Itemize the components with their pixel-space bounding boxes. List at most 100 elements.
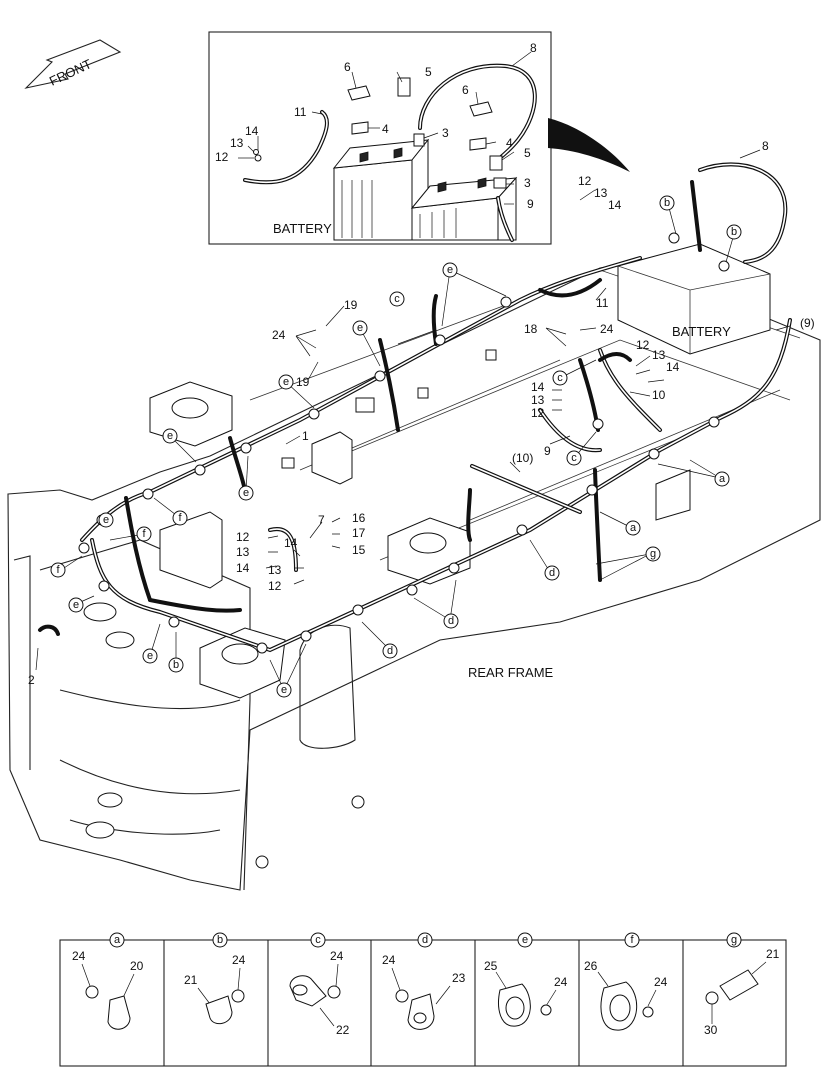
legend-cell-b: b 21 24 [184,932,246,1025]
inset-label: 4 [506,136,513,150]
svg-text:a: a [630,522,637,534]
inset-label: 11 [294,105,307,119]
main-label: 1 [302,429,309,443]
main-label: 11 [596,296,609,310]
inset-label: 14 [245,124,259,138]
svg-text:d: d [549,567,555,579]
callout: f [172,510,188,526]
front-label: FRONT [47,56,94,89]
inset-label: 6 [344,60,351,74]
inset-part-labels: 8 6 5 6 11 4 3 4 14 13 12 5 3 9 [215,41,537,211]
main-label: 9 [544,444,551,458]
main-label: 2 [28,673,35,687]
rear-frame-title: REAR FRAME [468,665,554,680]
legend-cell-f: f 26 24 [584,932,668,1031]
inset-label: 8 [530,41,537,55]
callout: e [68,597,84,613]
svg-text:f: f [142,528,146,540]
svg-text:23: 23 [452,971,466,985]
svg-text:e: e [281,684,287,696]
main-label: 24 [272,328,286,342]
inset-label: 5 [425,65,432,79]
main-label: 12 [268,579,282,593]
main-label: 19 [296,375,310,389]
svg-text:g: g [650,548,656,560]
main-label: 14 [608,198,622,212]
legend-cell-e: e 25 24 [484,932,568,1027]
front-arrow: FRONT [24,39,122,89]
main-label: 12 [636,338,650,352]
main-label: 13 [652,348,666,362]
svg-text:20: 20 [130,959,144,973]
svg-text:e: e [283,376,289,388]
legend-cell-c: c 24 22 [289,932,350,1037]
svg-text:25: 25 [484,959,498,973]
svg-text:24: 24 [232,953,246,967]
callout: e [276,682,292,698]
svg-text:g: g [731,934,737,946]
inset-label: 3 [442,126,449,140]
svg-text:f: f [630,934,634,946]
svg-text:21: 21 [184,973,198,987]
callout: e [142,648,158,664]
main-label: 10 [652,388,666,402]
svg-text:c: c [315,934,321,946]
inset-label: 12 [215,150,229,164]
callout: e [278,374,294,390]
main-label: 13 [236,545,250,559]
callout: f [50,562,66,578]
svg-text:b: b [217,934,223,946]
harness-cables [38,162,792,654]
svg-text:b: b [731,226,737,238]
svg-text:24: 24 [72,949,86,963]
callout: d [382,643,398,659]
callout: b [726,224,742,240]
svg-text:30: 30 [704,1023,718,1037]
callout: e [352,320,368,336]
callout: c [552,370,568,386]
svg-text:c: c [394,293,400,305]
svg-text:22: 22 [336,1023,350,1037]
inset-label: 3 [524,176,531,190]
main-label: 24 [600,322,614,336]
callout: f [136,526,152,542]
svg-text:c: c [557,372,563,384]
callout: g [645,546,661,562]
main-label: 14 [531,380,545,394]
callout: b [168,657,184,673]
clamp-legend: a 24 20 b 21 24 c 24 22 d [59,932,787,1067]
svg-text:e: e [73,599,79,611]
main-label: 14 [236,561,250,575]
svg-text:e: e [243,487,249,499]
main-label: (10) [512,451,533,465]
main-label: 12 [531,406,545,420]
callout: d [544,565,560,581]
zoom-arrow [548,118,630,172]
svg-text:a: a [114,934,121,946]
svg-text:f: f [56,564,60,576]
callout: e [442,262,458,278]
svg-text:d: d [422,934,428,946]
main-label: 12 [236,530,250,544]
inset-label: 5 [524,146,531,160]
svg-text:24: 24 [654,975,668,989]
svg-text:a: a [719,473,726,485]
battery-main-title: BATTERY [672,324,731,339]
main-label: 18 [524,322,538,336]
svg-text:26: 26 [584,959,598,973]
main-label: 17 [352,526,366,540]
svg-text:24: 24 [382,953,396,967]
battery-inset: BATTERY [208,31,552,245]
main-label: 12 [578,174,592,188]
main-label: 8 [762,139,769,153]
svg-text:e: e [103,514,109,526]
main-label: 13 [594,186,608,200]
svg-text:21: 21 [766,947,780,961]
svg-text:e: e [447,264,453,276]
main-label: 13 [531,393,545,407]
svg-text:e: e [167,430,173,442]
svg-text:d: d [387,645,393,657]
svg-text:f: f [178,512,182,524]
callout: e [98,512,114,528]
